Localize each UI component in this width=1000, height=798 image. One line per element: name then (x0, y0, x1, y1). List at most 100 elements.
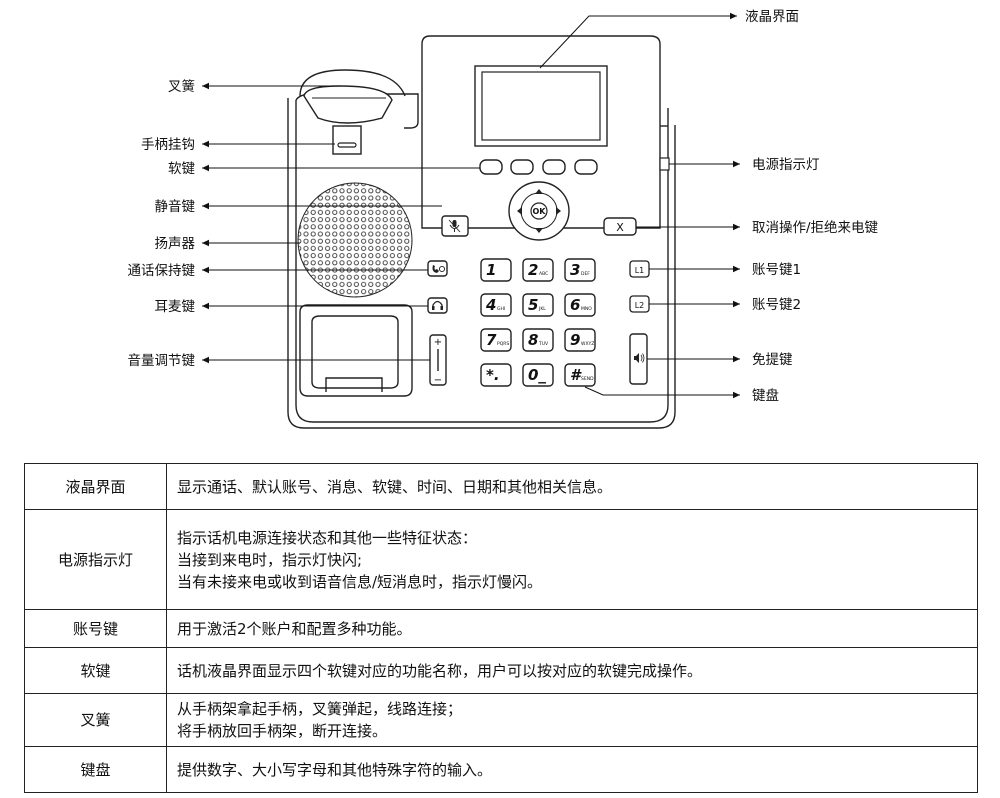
keypad-key-label: 6 (570, 296, 580, 314)
row-description: 指示话机电源连接状态和其他一些特征状态： 当接到来电时，指示灯快闪; 当有未接来电或… (166, 509, 978, 610)
callout-hold-key: 通话保持键 (128, 263, 196, 279)
line-key-2-label: L2 (635, 301, 645, 310)
keypad-key-label: *. (486, 366, 500, 384)
description-line: 将手柄放回手柄架，断开连接。 (177, 722, 388, 740)
keypad-key[interactable]: #SEND (564, 363, 596, 387)
row-name: 叉簧 (24, 693, 167, 747)
keypad-key-label: 4 (485, 296, 496, 314)
table-row: 账号键用于激活2个账户和配置多种功能。 (24, 609, 978, 648)
hold-key[interactable] (427, 260, 448, 277)
row-name: 电源指示灯 (24, 509, 167, 610)
description-line: 当有未接来电或收到语音信息/短消息时，指示灯慢闪。 (177, 572, 543, 591)
description-line: 话机液晶界面显示四个软键对应的功能名称，用户可以按对应的软键完成操作。 (177, 661, 703, 680)
softkey-2[interactable] (510, 159, 534, 175)
headset-icon (432, 300, 443, 310)
handset-hook (332, 125, 362, 155)
phone-diagram: OK X (128, 9, 879, 429)
hookswitch[interactable] (303, 85, 393, 124)
nav-right-icon[interactable] (556, 207, 561, 215)
volume-minus-label: − (434, 375, 442, 386)
keypad-key-label: 3 (570, 261, 580, 279)
callout-volume-key: 音量调节键 (128, 352, 196, 369)
line-key-1[interactable]: L1 (629, 260, 650, 278)
keypad-key[interactable]: 0_ (522, 363, 554, 387)
row-description: 话机液晶界面显示四个软键对应的功能名称，用户可以按对应的软键完成操作。 (166, 647, 978, 694)
row-description: 提供数字、大小写字母和其他特殊字符的输入。 (166, 746, 978, 793)
callout-speaker: 扬声器 (155, 236, 196, 252)
headset-key[interactable] (427, 297, 448, 314)
power-led (659, 157, 670, 171)
keypad-key-label: 1 (486, 261, 496, 279)
lcd-screen (474, 65, 608, 147)
mute-key[interactable] (441, 215, 469, 237)
nav-cluster: OK (508, 181, 570, 241)
keypad-key-letters: DEF (581, 271, 590, 277)
keypad-key-letters: TUV (538, 341, 549, 347)
table-row: 软键话机液晶界面显示四个软键对应的功能名称，用户可以按对应的软键完成操作。 (24, 647, 978, 694)
callout-headset-key: 耳麦键 (155, 299, 196, 315)
keypad-key-label: 0_ (528, 366, 546, 384)
keypad-key-letters: PQRS (497, 341, 509, 347)
callout-line-key-2: 账号键2 (752, 297, 801, 313)
phone-body (287, 69, 676, 429)
callout-handset-hook: 手柄挂钩 (141, 137, 195, 153)
softkeys (479, 159, 598, 175)
keypad-key-letters: GHI (497, 306, 505, 312)
callout-keypad: 键盘 (752, 387, 779, 404)
speaker-grille (297, 182, 413, 298)
speakerphone-icon (634, 353, 645, 363)
table-row: 电源指示灯指示话机电源连接状态和其他一些特征状态： 当接到来电时，指示灯快闪; 当有… (24, 509, 978, 610)
ok-button[interactable]: OK (530, 202, 548, 220)
spec-table: 液晶界面显示通话、默认账号、消息、软键、时间、日期和其他相关信息。电源指示灯指示… (24, 463, 978, 793)
description-line: 用于激活2个账户和配置多种功能。 (177, 619, 412, 638)
row-name: 液晶界面 (24, 463, 167, 510)
keypad-key-label: 5 (528, 296, 538, 314)
line-key-2[interactable]: L2 (629, 295, 650, 313)
ok-label: OK (533, 207, 547, 216)
description-line: 从手柄架拿起手柄，叉簧弹起，线路连接； (177, 700, 463, 718)
callout-cancel-key: 取消操作/拒绝来电键 (752, 220, 879, 236)
softkey-1[interactable] (479, 159, 503, 175)
callout-lines (202, 12, 740, 399)
callout-softkeys: 软键 (168, 161, 195, 177)
keypad-key-letters: WXYZ (581, 341, 594, 347)
keypad-key[interactable]: 1 (480, 258, 512, 282)
softkey-4[interactable] (574, 159, 598, 175)
keypad-key-letters: SEND (581, 376, 594, 382)
line-key-1-label: L1 (635, 266, 645, 275)
row-name: 键盘 (24, 746, 167, 793)
volume-key[interactable]: + − (429, 334, 447, 386)
description-line: 当接到来电时，指示灯快闪; (177, 550, 363, 569)
hold-icon (432, 265, 446, 273)
callout-lcd: 液晶界面 (745, 9, 799, 25)
cancel-key-label: X (616, 221, 624, 234)
nav-left-icon[interactable] (517, 207, 522, 215)
row-name: 软键 (24, 647, 167, 694)
cancel-key[interactable]: X (603, 217, 637, 236)
row-description: 用于激活2个账户和配置多种功能。 (166, 609, 978, 648)
callout-line-key-1: 账号键1 (752, 262, 801, 278)
nav-down-icon[interactable] (535, 228, 543, 233)
table-row: 叉簧从手柄架拿起手柄，叉簧弹起，线路连接； 将手柄放回手柄架，断开连接。 (24, 693, 978, 747)
keypad-key-letters: JKL (538, 306, 546, 312)
description-line: 提供数字、大小写字母和其他特殊字符的输入。 (177, 760, 493, 779)
softkey-3[interactable] (542, 159, 566, 175)
nav-up-icon[interactable] (535, 189, 543, 194)
description-line: 显示通话、默认账号、消息、软键、时间、日期和其他相关信息。 (177, 477, 613, 496)
keypad-key-label: 2 (528, 261, 538, 279)
description-line: 指示话机电源连接状态和其他一些特征状态： (177, 528, 478, 547)
table-row: 键盘提供数字、大小写字母和其他特殊字符的输入。 (24, 746, 978, 793)
microphone-mute-icon (448, 219, 461, 233)
callout-hookswitch: 叉簧 (168, 79, 195, 95)
speakerphone-key[interactable] (629, 333, 648, 385)
keypad-key[interactable]: *. (480, 363, 512, 387)
